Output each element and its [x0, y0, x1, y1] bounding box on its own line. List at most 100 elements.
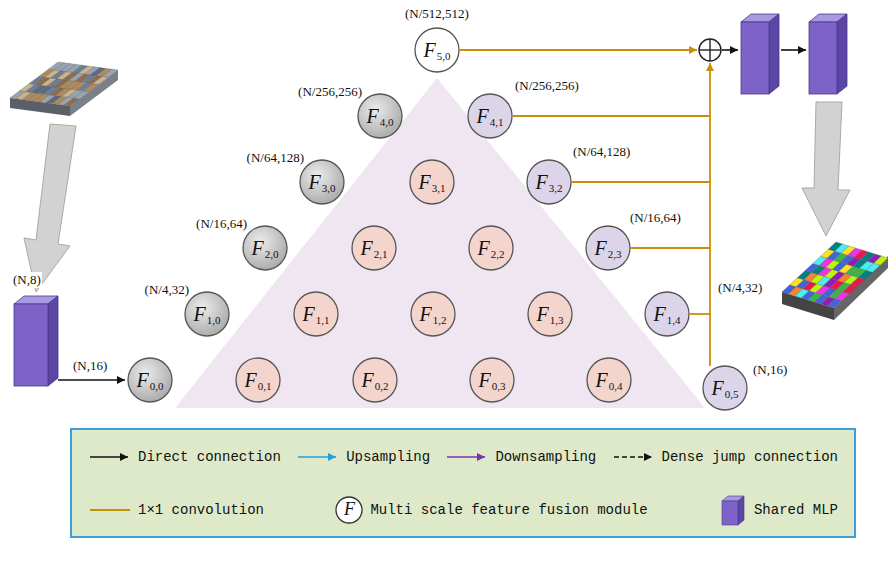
legend-sample [718, 493, 748, 527]
module-index: 4,1 [490, 117, 504, 128]
module-symbol: F [194, 304, 206, 324]
module-symbol: F [137, 370, 149, 390]
legend-sample [88, 449, 132, 465]
node-text: F3,1 [409, 159, 455, 205]
node-circle [645, 292, 689, 336]
node-text: F1,3 [527, 291, 573, 337]
module-index: 3,1 [432, 183, 446, 194]
node-text: F5,0 [414, 27, 460, 73]
node-text: F0,4 [586, 357, 632, 403]
module-index: 1,2 [433, 315, 447, 326]
module-index: 5,0 [437, 51, 451, 62]
legend-row: 1×1 convolution F Multi scale feature fusi… [72, 483, 854, 536]
direct-connection [781, 49, 806, 51]
legend-item: F Multi scale feature fusion module [334, 495, 647, 525]
fusion-module-node: F4,0 [357, 93, 403, 139]
fusion-module-node: F1,0 [184, 291, 230, 337]
node-circle [586, 226, 630, 270]
legend-item: 1×1 convolution [88, 502, 264, 518]
module-symbol: F [252, 238, 264, 258]
legend-text: Multi scale feature fusion module [370, 502, 647, 518]
module-index: 0,2 [375, 381, 389, 392]
node-text: F0,2 [352, 357, 398, 403]
legend-sample [612, 449, 656, 465]
legend-sample [614, 456, 652, 458]
legend-sample [445, 449, 489, 465]
node-text: F1,1 [293, 291, 339, 337]
node-circle [469, 226, 513, 270]
node-text: F3,2 [526, 159, 572, 205]
fusion-module-node: F0,2 [352, 357, 398, 403]
legend-sample [447, 456, 485, 458]
fusion-module-node: F3,0 [299, 159, 345, 205]
legend-box: Direct connection Upsampling Downsampling D… [70, 428, 856, 538]
node-text: F2,3 [585, 225, 631, 271]
node-circle [468, 94, 512, 138]
node-text: F0,1 [235, 357, 281, 403]
node-text: F2,0 [242, 225, 288, 271]
module-index: 2,1 [374, 249, 388, 260]
fusion-module-node: F0,1 [235, 357, 281, 403]
module-symbol: F [536, 172, 548, 192]
dimension-label: (N/4,32) [717, 280, 763, 296]
fusion-module-node: F1,2 [410, 291, 456, 337]
fusion-module-node: F2,0 [242, 225, 288, 271]
direct-connection [722, 49, 738, 51]
shared-mlp-block [741, 14, 779, 94]
legend-item: Direct connection [88, 449, 281, 465]
node-circle [528, 292, 572, 336]
legend-item: Shared MLP [718, 493, 838, 527]
legend-item: Dense jump connection [612, 449, 838, 465]
dimension-label: (N/256,256) [297, 84, 363, 100]
legend-sample [88, 502, 132, 518]
node-circle [587, 358, 631, 402]
legend-sample [88, 449, 132, 465]
node-circle [185, 292, 229, 336]
dimension-label: (N/4,32) [144, 282, 190, 298]
module-symbol: F [537, 304, 549, 324]
module-symbol: F [420, 304, 432, 324]
background-triangle [175, 78, 705, 408]
node-text: F4,0 [357, 93, 403, 139]
module-index: 2,2 [491, 249, 505, 260]
legend-sample: F [334, 495, 364, 525]
legend-item: Upsampling [296, 449, 430, 465]
module-index: 1,0 [207, 315, 221, 326]
fusion-module-node: F5,0 [414, 27, 460, 73]
legend-text: Downsampling [495, 449, 596, 465]
node-text: F1,0 [184, 291, 230, 337]
node-circle [236, 358, 280, 402]
legend-sample [296, 449, 340, 465]
node-text: F0,3 [469, 357, 515, 403]
dimension-label: (N/16,64) [629, 210, 682, 226]
node-text: F3,0 [299, 159, 345, 205]
legend-text: Direct connection [138, 449, 281, 465]
node-circle [300, 160, 344, 204]
node-circle [411, 292, 455, 336]
module-index: 0,3 [492, 381, 506, 392]
sum-symbol [699, 39, 721, 61]
fusion-module-node: F4,1 [467, 93, 513, 139]
module-symbol: F [712, 378, 724, 398]
module-index: 0,4 [609, 381, 623, 392]
module-index: 3,0 [322, 183, 336, 194]
module-index: 3,2 [549, 183, 563, 194]
module-symbol: F [367, 106, 379, 126]
node-text: F1,2 [410, 291, 456, 337]
dimension-label: (N/16,64) [195, 216, 248, 232]
node-text: F2,1 [351, 225, 397, 271]
module-index: 1,1 [316, 315, 330, 326]
legend-sample [612, 449, 656, 465]
output-arrow [802, 102, 850, 236]
direct-connection [58, 379, 125, 381]
module-index: 0,5 [725, 389, 739, 400]
module-index: 2,3 [608, 249, 622, 260]
module-symbol: F [362, 370, 374, 390]
fusion-module-node: F1,4 [644, 291, 690, 337]
dimension-label: (N/64,128) [246, 150, 305, 166]
legend-sample [445, 449, 489, 465]
node-circle [410, 160, 454, 204]
legend-item: Downsampling [445, 449, 596, 465]
module-symbol: F [478, 238, 490, 258]
dimension-label: (N,16) [752, 362, 788, 378]
